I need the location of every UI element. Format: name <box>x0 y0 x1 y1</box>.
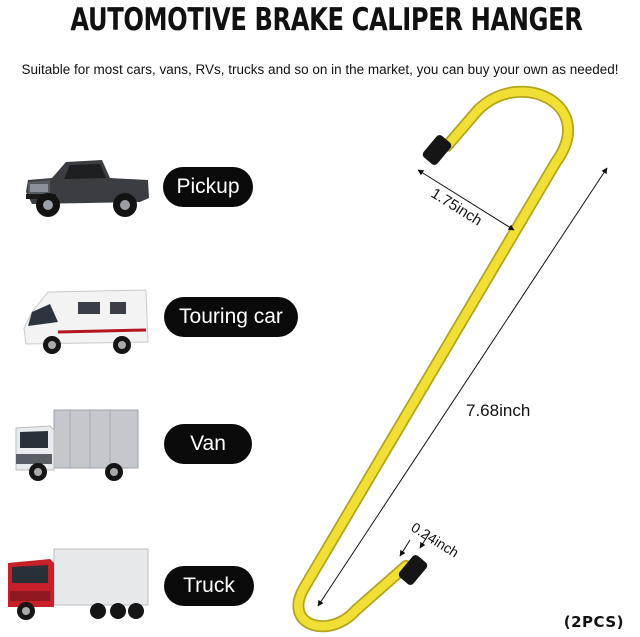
page-subtitle: Suitable for most cars, vans, RVs, truck… <box>21 62 619 77</box>
vehicle-pill-touring-car: Touring car <box>164 297 298 337</box>
vehicle-pill-truck: Truck <box>164 566 254 606</box>
motorhome-icon <box>23 289 149 354</box>
pickup-truck-icon <box>26 160 149 217</box>
hook-cap-bottom <box>398 555 428 585</box>
quantity-label: (2PCS) <box>563 613 624 631</box>
semi-truck-icon <box>8 548 149 620</box>
dim-total-length: 7.68inch <box>466 401 530 420</box>
hook-cap-top <box>422 135 452 165</box>
page-title: AUTOMOTIVE BRAKE CALIPER HANGER <box>70 2 583 38</box>
box-truck-icon <box>15 409 139 481</box>
vehicle-pill-pickup: Pickup <box>163 167 253 207</box>
dim-hook-opening: 1.75inch <box>428 185 485 229</box>
dim-wire-diameter: 0.24inch <box>408 519 461 561</box>
vehicle-pill-van: Van <box>164 424 252 464</box>
